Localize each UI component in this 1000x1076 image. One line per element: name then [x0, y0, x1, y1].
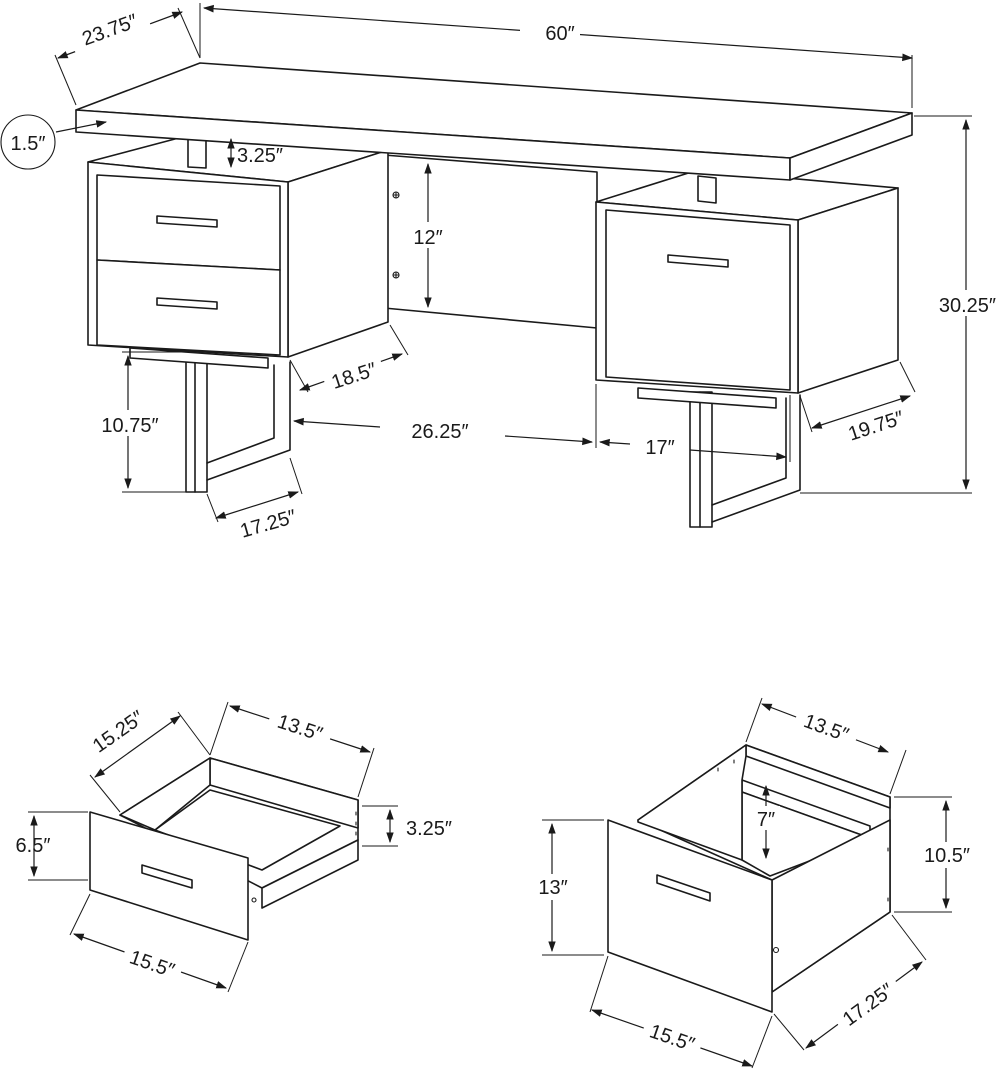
small-drawer-front-height-label: 6.5″ [16, 835, 51, 857]
file-drawer-side-height-label: 10.5″ [924, 845, 970, 867]
leg-clearance-label: 10.75″ [101, 415, 158, 437]
file-drawer-handle [656, 874, 711, 902]
small-drawer-illustration [89, 757, 359, 941]
small-drawer-box-height-label: 3.25″ [406, 818, 452, 840]
desk-depth-label: 23.75″ [79, 10, 140, 50]
left-drawer-handle-bottom [156, 297, 218, 310]
file-drawer-front-height-label: 13″ [538, 877, 567, 899]
modesty-panel-height-label: 12″ [413, 227, 442, 249]
file-drawer-inner-height-label: 7″ [757, 809, 775, 831]
top-thickness-label: 1.5″ [11, 133, 46, 155]
right-cabinet-depth-label: 19.75″ [846, 407, 907, 446]
right-drawer-handle [667, 254, 729, 268]
left-drawer-handle-top [156, 215, 218, 228]
desk-dimensions: 60″ 23.75″ 1.5″ 3.25″ 12″ 30.25″ [0, 3, 1000, 546]
file-drawer-depth-label: 17.25″ [839, 979, 898, 1030]
knee-space-width-label: 26.25″ [411, 421, 468, 443]
desktop-top [75, 62, 913, 181]
overall-height-label: 30.25″ [939, 295, 996, 317]
riser-height-label: 3.25″ [237, 145, 283, 167]
desk-illustration [75, 62, 913, 528]
risers [187, 132, 717, 204]
desk-width-label: 60″ [545, 23, 574, 45]
leg-width-label: 17.25″ [238, 506, 299, 543]
left-cabinet [87, 134, 389, 369]
right-leg-frame [689, 391, 801, 528]
left-leg-frame [185, 359, 291, 493]
right-cabinet-width-label: 17″ [645, 437, 674, 459]
right-cabinet [595, 169, 899, 409]
small-drawer-handle [141, 864, 193, 889]
file-drawer-illustration [607, 744, 891, 1013]
